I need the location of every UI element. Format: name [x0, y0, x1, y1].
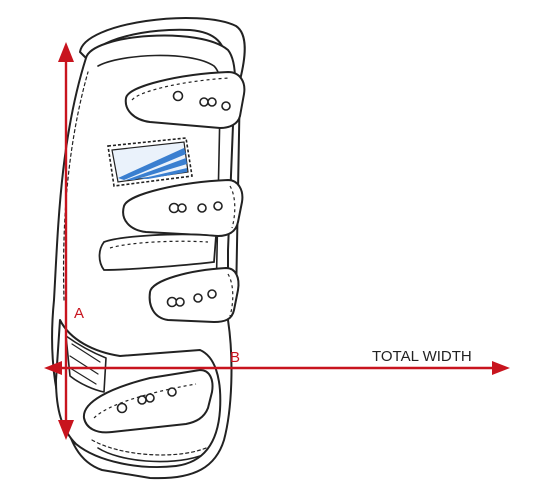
badge-stripe [126, 158, 187, 180]
strap-hole [145, 393, 155, 403]
label-total-width: TOTAL WIDTH [372, 348, 472, 365]
arrow-head-up [58, 42, 74, 62]
arrow-head-right [492, 361, 510, 375]
logo-badge [107, 137, 193, 187]
strap-hole [175, 297, 185, 307]
strap-hole [197, 203, 207, 213]
strap-hole [193, 293, 203, 303]
strap-hole [213, 201, 223, 211]
closure-strap-1 [124, 71, 246, 129]
arrow-head-down [58, 420, 74, 440]
strap-hole [172, 90, 184, 102]
strap-hole [177, 203, 187, 213]
measure-b-arrow [44, 361, 510, 375]
strap-hole [167, 387, 177, 397]
strap-hole [137, 395, 147, 405]
strap-slot [98, 233, 217, 271]
strap-hole [116, 402, 128, 414]
arrow-head-left [44, 361, 62, 375]
label-a: A [74, 305, 84, 322]
bottom-trim [97, 447, 201, 463]
strap-holes [116, 90, 231, 414]
strap-hole [168, 202, 180, 214]
strap-hole [207, 97, 217, 107]
strap-hole [166, 296, 178, 308]
badge-stripe [140, 168, 187, 179]
closure-strap-3 [148, 267, 240, 323]
measure-a-arrow [58, 42, 74, 440]
strap-hole [207, 289, 217, 299]
label-b: B [230, 349, 240, 366]
strap-slots [98, 233, 217, 271]
strap-hole [199, 97, 209, 107]
strike-pad [65, 335, 107, 393]
badge-stripe [118, 148, 186, 180]
strap-slot [109, 240, 209, 249]
strike-pad-rib [69, 343, 101, 385]
strap-hole [221, 101, 231, 111]
